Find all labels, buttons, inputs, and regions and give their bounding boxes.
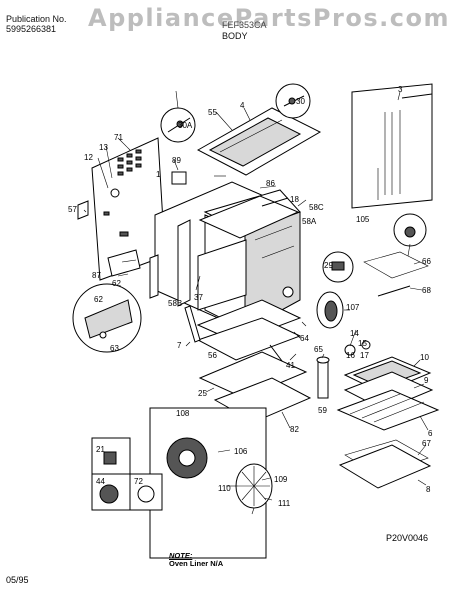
detail-circle-29 (322, 251, 354, 283)
label-p17: 17 (360, 351, 369, 360)
sensor-105 (393, 213, 427, 247)
publication-number: 5995266381 (6, 24, 57, 34)
leader-lines (83, 90, 429, 515)
label-p106: 106 (234, 447, 248, 456)
bracket-87 (107, 249, 141, 277)
detail-circle-62 (72, 283, 142, 353)
door-frame (197, 239, 247, 311)
label-p66: 66 (422, 257, 431, 266)
label-p72: 72 (134, 477, 143, 486)
label-p63: 63 (110, 344, 119, 353)
label-p12: 12 (84, 153, 93, 162)
label-p109: 109 (274, 475, 288, 484)
note-title: NOTE: (169, 551, 193, 560)
part-68 (377, 285, 411, 297)
label-p7: 7 (177, 341, 182, 350)
label-p4: 4 (240, 101, 245, 110)
detail-circle-30a (160, 107, 196, 143)
footer-date: 05/95 (6, 575, 29, 585)
bottom-plate-25 (198, 351, 308, 399)
hinge-7 (184, 305, 201, 343)
label-p71: 71 (114, 133, 123, 142)
rear-panel (351, 83, 433, 209)
label-p58b: 58B (168, 299, 182, 308)
label-p67: 67 (422, 439, 431, 448)
label-p41: 41 (286, 361, 295, 370)
drawing-code: P20V0046 (386, 533, 429, 543)
bracket-57 (77, 200, 89, 220)
label-p64: 64 (300, 334, 309, 343)
label-p55: 55 (208, 108, 217, 117)
note-box: NOTE: Oven Liner N/A (169, 552, 223, 568)
label-p87: 87 (92, 271, 101, 280)
label-p8: 8 (426, 485, 431, 494)
label-p57: 57 (68, 205, 77, 214)
fan-motor (149, 407, 273, 559)
label-p82: 82 (290, 425, 299, 434)
bracket-18 (261, 197, 289, 207)
top-vent-frame (196, 107, 322, 176)
label-p30a: 30A (178, 121, 193, 130)
label-p6: 6 (428, 429, 433, 438)
model-code: FEF353CA (222, 20, 267, 30)
label-p16: 16 (346, 351, 355, 360)
top-insulation (198, 195, 300, 239)
note-text: Oven Liner N/A (169, 559, 224, 568)
label-p14: 14 (350, 329, 359, 338)
label-p56: 56 (208, 351, 217, 360)
label-p58a: 58A (302, 217, 317, 226)
label-p68: 68 (422, 286, 431, 295)
bottom-panel (196, 317, 302, 361)
label-p105: 105 (356, 215, 370, 224)
label-p62-circle: 62 (94, 295, 103, 304)
section-title: BODY (222, 31, 248, 41)
box-72 (129, 473, 163, 511)
label-p9: 9 (424, 376, 429, 385)
bottom-tray (338, 444, 432, 489)
label-p29: 29 (324, 261, 333, 270)
label-p107: 107 (346, 303, 360, 312)
label-p25: 25 (198, 389, 207, 398)
label-p111: 111 (278, 499, 291, 508)
light-assembly (316, 340, 371, 399)
label-p1: 1 (156, 170, 161, 179)
left-side-panel (91, 137, 166, 281)
detail-circle-30 (275, 83, 311, 119)
oven-rack (336, 389, 440, 431)
label-p15: 15 (358, 339, 367, 348)
label-p59: 59 (318, 406, 327, 415)
label-p37: 37 (194, 293, 203, 302)
box-44 (91, 473, 131, 511)
label-p86: 86 (266, 179, 275, 188)
publication-label: Publication No. (6, 14, 67, 24)
label-p65: 65 (314, 345, 323, 354)
label-p13: 13 (99, 143, 108, 152)
label-p18: 18 (290, 195, 299, 204)
broil-element (363, 251, 429, 279)
box-21 (91, 437, 131, 475)
label-p44: 44 (96, 477, 105, 486)
watermark: AppliancePartsPros.com (88, 4, 450, 32)
label-p58c: 58C (309, 203, 324, 212)
light-socket-107 (316, 291, 344, 329)
label-p89: 89 (172, 156, 181, 165)
label-p10: 10 (420, 353, 429, 362)
label-p62: 62 (112, 279, 121, 288)
label-p110: 110 (218, 484, 231, 493)
latch-89 (171, 171, 187, 185)
label-p30: 30 (296, 97, 305, 106)
label-p3: 3 (398, 85, 403, 94)
label-p21: 21 (96, 445, 105, 454)
label-p108: 108 (176, 409, 190, 418)
